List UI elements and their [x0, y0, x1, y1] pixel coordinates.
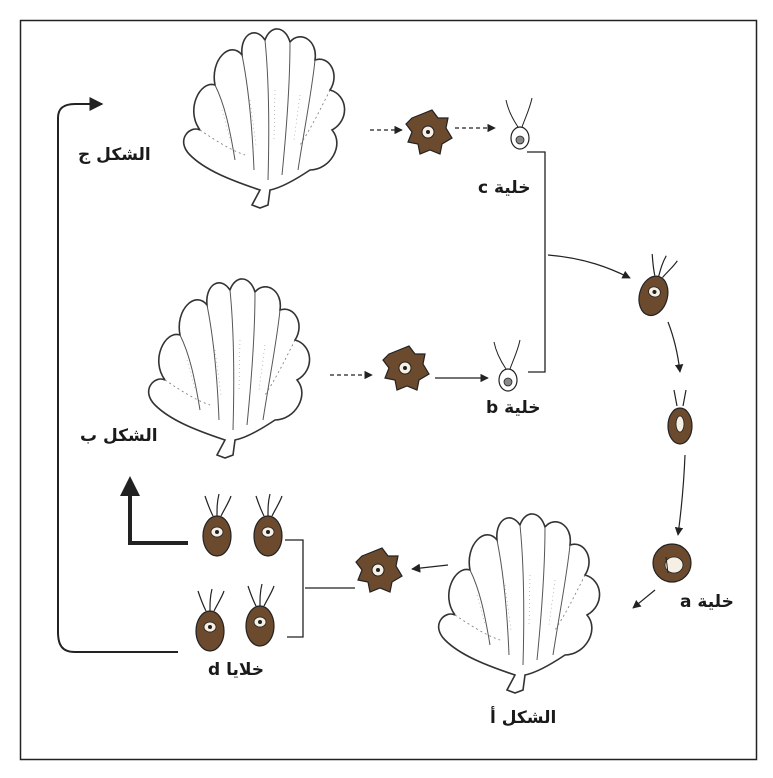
arrow-form-a-to-amoeboid — [412, 565, 448, 569]
arrow-cell-a-to-form-a — [633, 590, 655, 608]
arrow-d-to-form-c — [58, 104, 178, 652]
arrow-to-cell-a — [678, 455, 685, 535]
arrow-to-embryo-1 — [668, 322, 680, 372]
sponge-form-c — [184, 29, 345, 208]
label-cell-c: c خلية — [478, 178, 530, 198]
label-form-b: الشكل ب — [80, 426, 158, 446]
cell-d-1 — [203, 494, 231, 556]
cell-b-letter: b — [486, 398, 498, 418]
cell-d-3 — [196, 589, 224, 651]
sponge-form-a — [439, 514, 600, 693]
cell-d-4 — [246, 584, 274, 646]
cell-a-word: خلية — [697, 592, 733, 612]
cell-d-2 — [254, 494, 282, 556]
arrow-d-to-form-b — [130, 480, 188, 543]
cell-c-word: خلية — [494, 178, 530, 198]
cell-b — [494, 340, 520, 391]
amoeboid-cell-a — [356, 548, 402, 592]
developing-cell — [668, 390, 692, 444]
label-cells-d: d خلايا — [208, 660, 264, 680]
cell-b-word: خلية — [504, 398, 540, 418]
fused-cell — [635, 252, 678, 319]
cell-a-letter: a — [680, 592, 691, 612]
bracket-d-cells — [285, 540, 303, 637]
cell-a — [653, 544, 691, 582]
cell-c — [506, 98, 532, 149]
label-cell-a: a خلية — [680, 592, 734, 612]
sponge-form-b — [149, 279, 310, 458]
cell-c-letter: c — [478, 178, 488, 198]
amoeboid-cell-b — [383, 346, 429, 390]
label-form-c: الشكل ج — [78, 145, 151, 165]
cells-d-letter: d — [208, 660, 220, 680]
arrow-to-fusion — [548, 255, 630, 278]
label-cell-b: b خلية — [486, 398, 541, 418]
frame — [21, 21, 757, 760]
amoeboid-cell-c — [406, 110, 452, 154]
label-form-a: الشكل أ — [490, 708, 556, 728]
cells-d-word: خلايا — [226, 660, 264, 680]
